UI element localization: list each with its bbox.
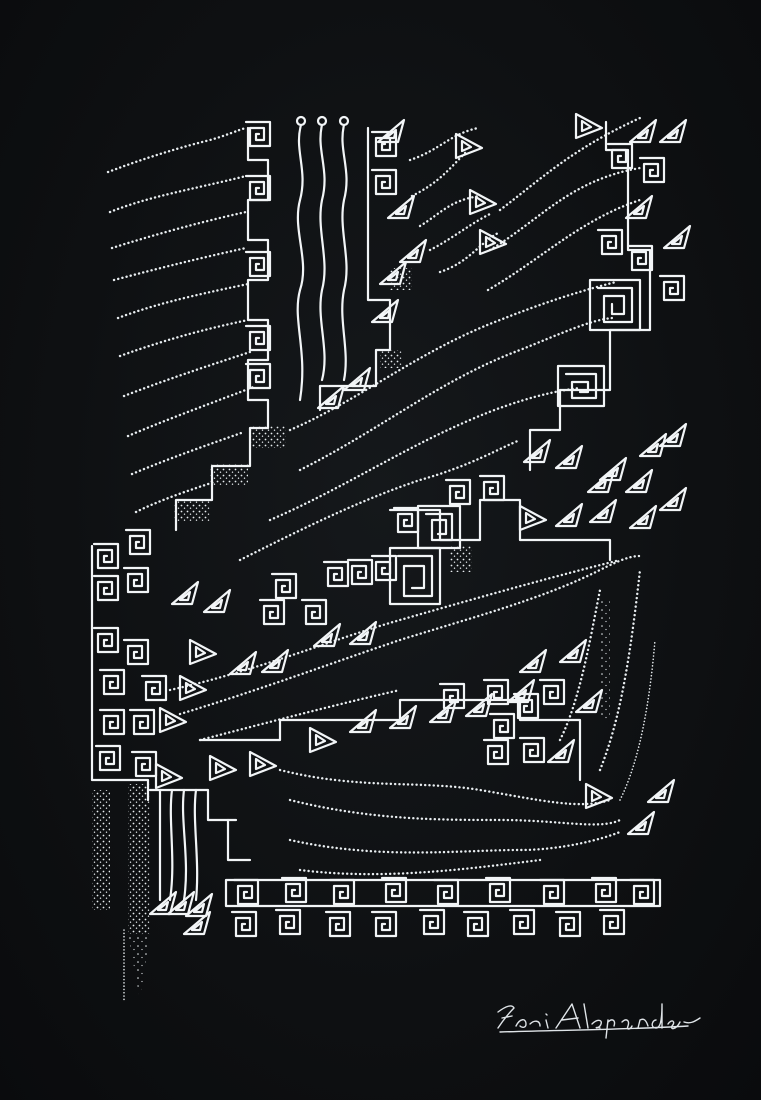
middle-band-spirals: [170, 474, 612, 676]
left-edge-spirals: [90, 528, 208, 802]
hanging-wavy-lines: [295, 115, 350, 402]
left-spiral-column: [174, 120, 272, 532]
bottom-spiral-row: [224, 876, 662, 938]
middle-column-motifs: [316, 118, 508, 412]
artist-signature: [497, 1003, 701, 1039]
dotted-waves-upper-left: [106, 126, 258, 514]
right-column-motifs: [518, 112, 692, 532]
stippled-steps: [92, 268, 610, 1000]
lower-middle-triangles: [198, 638, 676, 836]
dotted-waves-lower-right: [168, 554, 656, 876]
hanging-lines-with-triangles: [148, 788, 252, 936]
